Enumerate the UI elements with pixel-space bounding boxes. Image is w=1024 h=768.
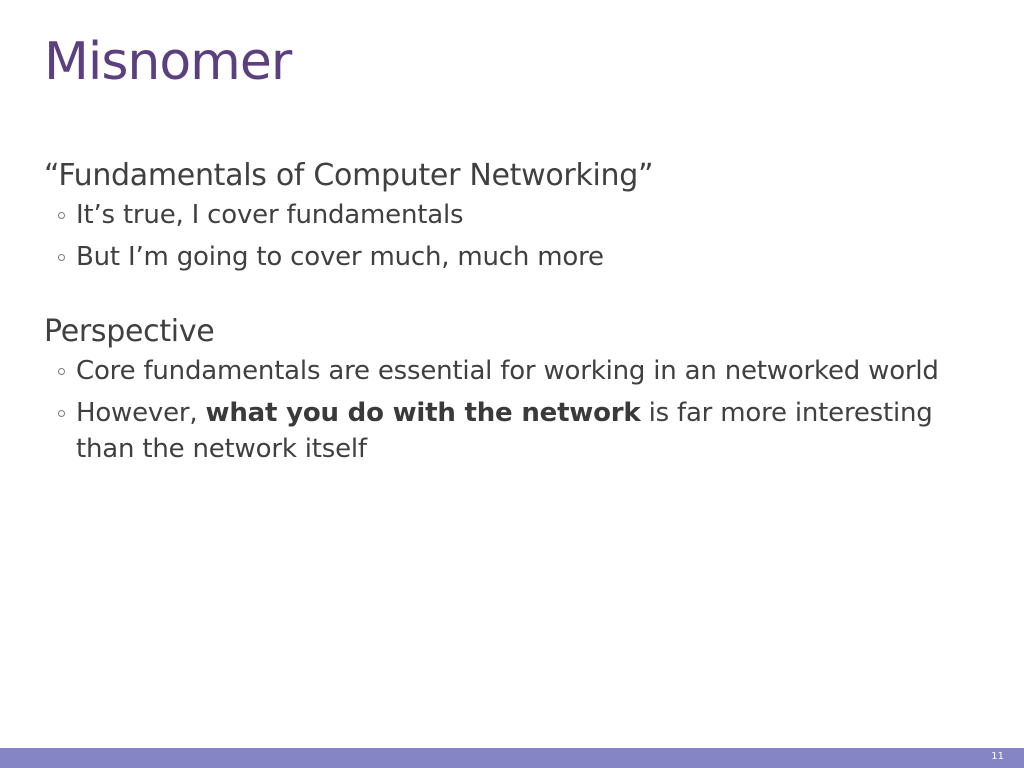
section-heading: Perspective: [44, 313, 215, 349]
section-fundamentals: “Fundamentals of Computer Networking” It…: [44, 158, 984, 276]
bullet-text: It’s true, I cover fundamentals: [76, 200, 464, 230]
bullet-item: Core fundamentals are essential for work…: [44, 354, 984, 390]
bullet-text: Core fundamentals are essential for work…: [76, 355, 939, 386]
bullet-text-after: is far more interesting than the network…: [76, 397, 933, 464]
hollow-circle-bullet-icon: [58, 253, 65, 261]
bullet-text: But I’m going to cover much, much more: [76, 241, 604, 272]
bullet-item: It’s true, I cover fundamentals: [44, 198, 984, 234]
section-perspective: Perspective Core fundamentals are essent…: [44, 314, 984, 468]
section-heading: “Fundamentals of Computer Networking”: [44, 158, 654, 193]
bullet-text-bold: what you do with the network: [205, 397, 641, 428]
footer-bar: 11: [0, 748, 1024, 768]
bullet-item: However, what you do with the network is…: [44, 396, 984, 468]
hollow-circle-bullet-icon: [58, 212, 65, 219]
bullet-item: But I’m going to cover much, much more: [44, 240, 984, 276]
hollow-circle-bullet-icon: [58, 409, 65, 417]
slide-title: Misnomer: [44, 32, 292, 92]
page-number: 11: [991, 751, 1004, 762]
slide-content: “Fundamentals of Computer Networking” It…: [44, 158, 984, 473]
hollow-circle-bullet-icon: [58, 367, 65, 375]
bullet-text-before: However,: [76, 397, 206, 428]
